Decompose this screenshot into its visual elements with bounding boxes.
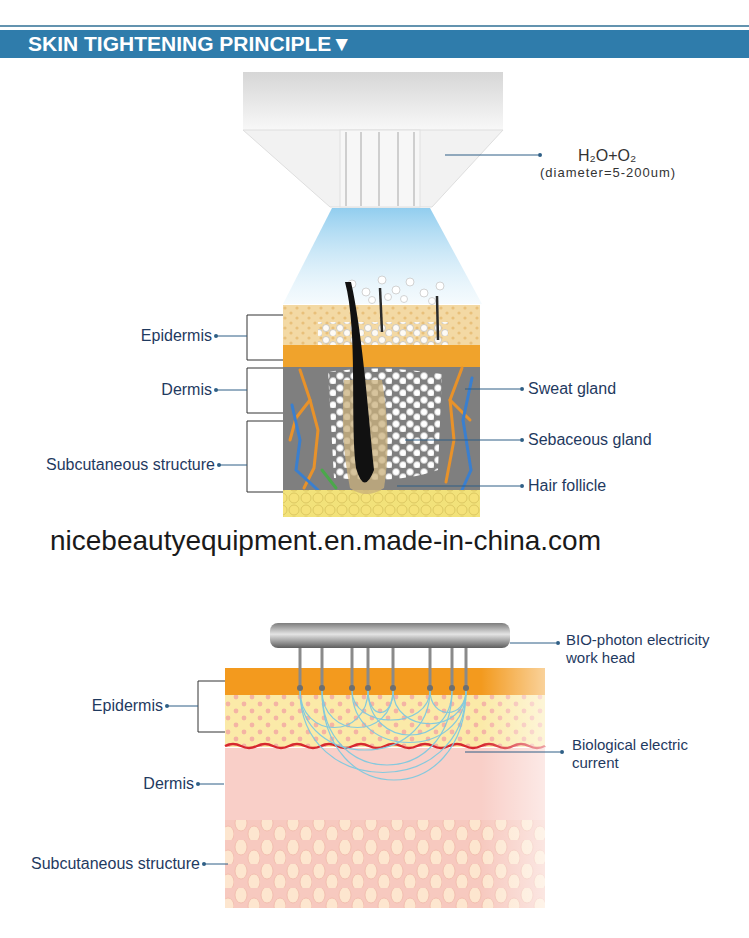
skin-section — [283, 282, 480, 517]
small-hair — [437, 296, 438, 340]
leader-dots — [214, 153, 542, 488]
part-label: Epidermis — [141, 326, 212, 345]
nozzle-block — [340, 130, 420, 207]
leader-lines — [217, 155, 538, 486]
fat-layer — [283, 490, 480, 517]
skin-section — [225, 668, 545, 908]
header-rule — [0, 25, 749, 27]
part-label: (diameter=5-200um) — [540, 165, 676, 181]
page-title: SKIN TIGHTENING PRINCIPLE▼ — [28, 30, 352, 58]
part-label: Epidermis — [92, 696, 163, 715]
nozzles — [346, 132, 414, 206]
current-arcs — [300, 690, 466, 780]
leader-dots — [165, 641, 564, 866]
header-band — [0, 30, 749, 58]
pin-tips — [297, 685, 469, 691]
electrode-head — [270, 623, 510, 691]
part-label: Subcutaneous structure — [46, 455, 215, 474]
edge-fade — [225, 668, 545, 908]
part-label: Dermis — [161, 380, 212, 399]
leader-lines — [168, 643, 560, 864]
part-label: Biological electric current — [572, 736, 722, 772]
electrode-pins — [300, 646, 466, 686]
basal-layer — [283, 345, 480, 367]
mist-spray — [283, 208, 482, 304]
part-label: H₂O+O₂ — [578, 146, 636, 165]
device-body — [243, 72, 503, 130]
device-cone — [243, 130, 503, 207]
watermark: nicebeautyequipment.en.made-in-china.com — [50, 524, 601, 558]
layer-brackets — [247, 315, 283, 492]
fat-cells — [283, 490, 480, 517]
mist-droplets — [348, 276, 444, 305]
part-label: Dermis — [143, 774, 194, 793]
part-label: BIO-photon electricity work head — [566, 631, 742, 667]
part-label: Subcutaneous structure — [31, 854, 200, 873]
layer-bracket — [198, 681, 225, 732]
part-label: Sebaceous gland — [528, 430, 652, 449]
spray-device — [243, 72, 503, 207]
part-label: Hair follicle — [528, 476, 606, 495]
hair-shaft — [345, 282, 374, 483]
small-hair — [380, 288, 382, 332]
work-head-bar — [270, 623, 510, 648]
surface-bubbles — [318, 322, 448, 346]
part-label: Sweat gland — [528, 379, 616, 398]
